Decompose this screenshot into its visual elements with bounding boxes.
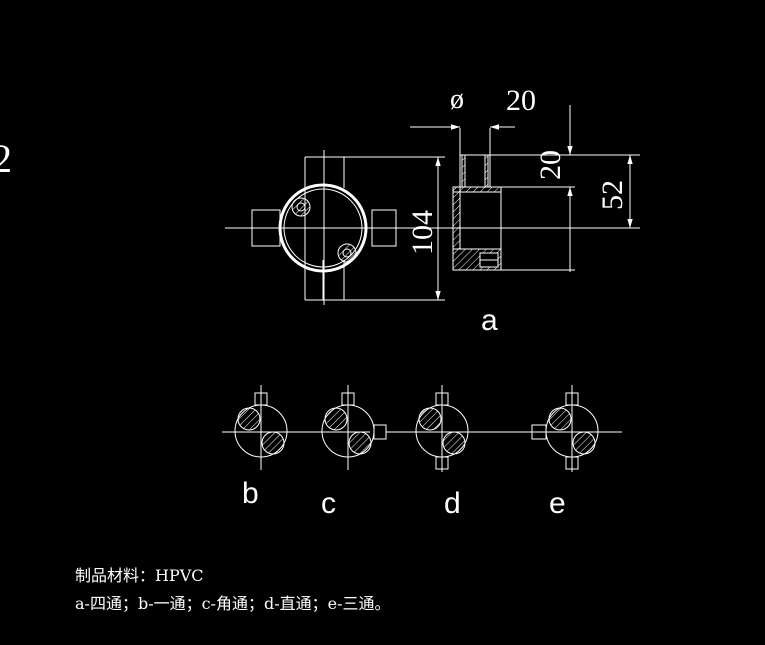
label-d: d [444, 487, 461, 520]
notes-block: 制品材料：HPVC a-四通；b-一通；c-角通；d-直通；e-三通。 [75, 562, 391, 618]
variant-c-corner [300, 385, 387, 470]
dimension-socket-depth-20: 20 [534, 150, 567, 180]
label-a: a [481, 304, 498, 337]
variant-e-three-way [480, 385, 622, 472]
dimension-lines [410, 105, 633, 300]
label-b: b [242, 477, 259, 510]
sheet-number: 2 [0, 136, 12, 181]
label-c: c [321, 487, 336, 520]
label-e: e [549, 487, 566, 520]
diameter-symbol: ø [450, 84, 464, 115]
dimension-overall-104: 104 [406, 210, 439, 255]
part-a-plan-view [225, 150, 445, 305]
variant-b-one-way [222, 385, 300, 470]
dimension-half-height-52: 52 [596, 180, 629, 210]
dimension-diameter-20: 20 [506, 84, 536, 117]
part-a-side-section [420, 128, 640, 271]
material-note: 制品材料：HPVC [75, 566, 204, 585]
variant-d-straight [386, 385, 480, 472]
legend-note: a-四通；b-一通；c-角通；d-直通；e-三通。 [75, 594, 391, 613]
